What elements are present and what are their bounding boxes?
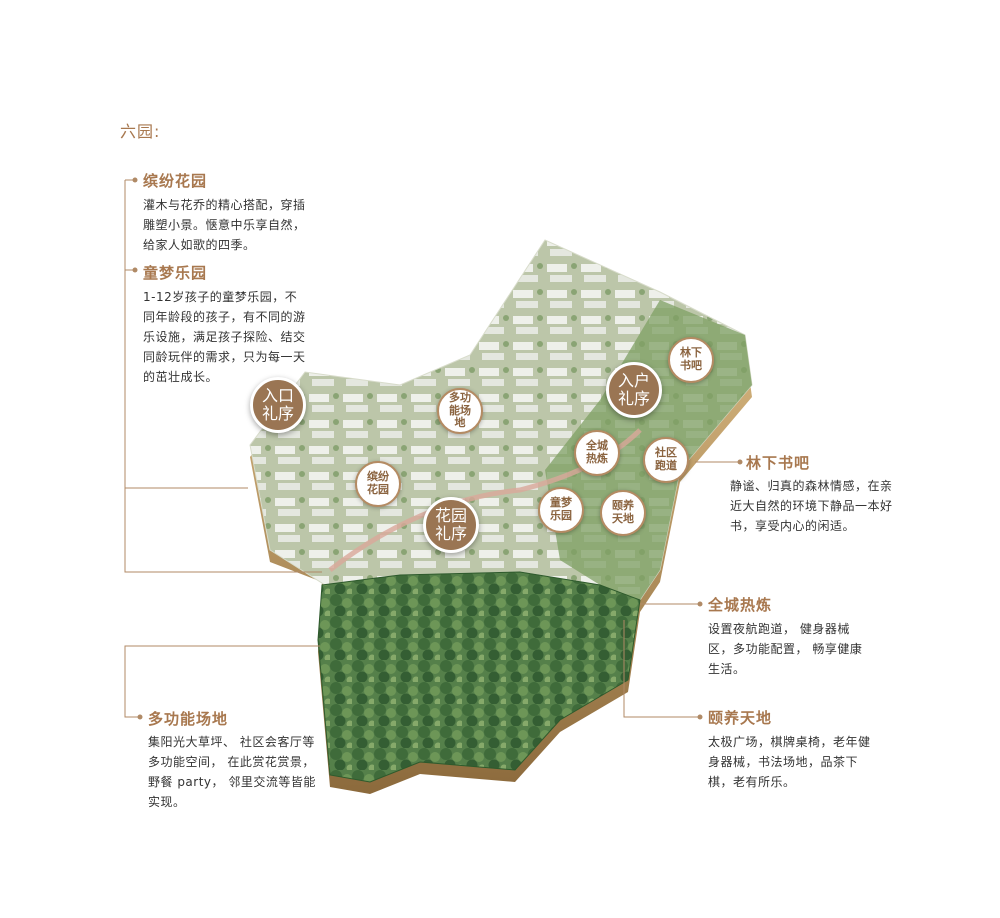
bubble-running-track: 社区跑道 (643, 437, 689, 483)
section-desc-multi-field: 集阳光大草坪、 社区会客厅等多功能空间， 在此赏花赏景，野餐 party， 邻里… (148, 735, 316, 809)
forest-park (317, 571, 641, 783)
section-title-elder-land: 颐养天地 (708, 709, 773, 727)
section-title-multi-field: 多功能场地 (148, 710, 229, 728)
section-desc-forest-bar: 静谧、归真的森林情感，在亲近大自然的环境下静品一本好书，享受内心的闲适。 (730, 479, 893, 533)
bubble-elder-land: 颐养天地 (600, 490, 646, 536)
section-desc-fitness: 设置夜航跑道， 健身器械区，多功能配置， 畅享健康生活。 (708, 622, 863, 676)
section-title-forest-bar: 林下书吧 (746, 454, 811, 472)
bubble-kids-park: 童梦乐园 (538, 487, 584, 533)
section-title-fitness: 全城热炼 (708, 596, 773, 614)
section-title-colorful-garden: 缤纷花园 (143, 172, 208, 190)
section-title-kids-park: 童梦乐园 (143, 264, 208, 282)
section-desc-kids-park: 1-12岁孩子的童梦乐园，不同年龄段的孩子，有不同的游乐设施，满足孩子探险、结交… (143, 290, 306, 384)
section-desc-elder-land: 太极广场，棋牌桌椅，老年健身器械，书法场地，品茶下棋，老有所乐。 (708, 735, 871, 789)
bubble-garden-ritual: 花园礼序 (423, 497, 479, 553)
bubble-home-entry: 入户礼序 (606, 362, 662, 418)
bubble-forest-bar: 林下书吧 (668, 337, 714, 383)
section-desc-colorful-garden: 灌木与花乔的精心搭配，穿插雕塑小景。惬意中乐享自然，给家人如歌的四季。 (143, 198, 306, 252)
bubble-city-fitness: 全城热炼 (574, 430, 620, 476)
bubble-colorful-garden: 缤纷花园 (355, 461, 401, 507)
bubble-multi-field: 多功能场地 (437, 388, 483, 434)
page-heading: 六园: (120, 122, 161, 141)
bubble-entrance: 入口礼序 (250, 377, 306, 433)
